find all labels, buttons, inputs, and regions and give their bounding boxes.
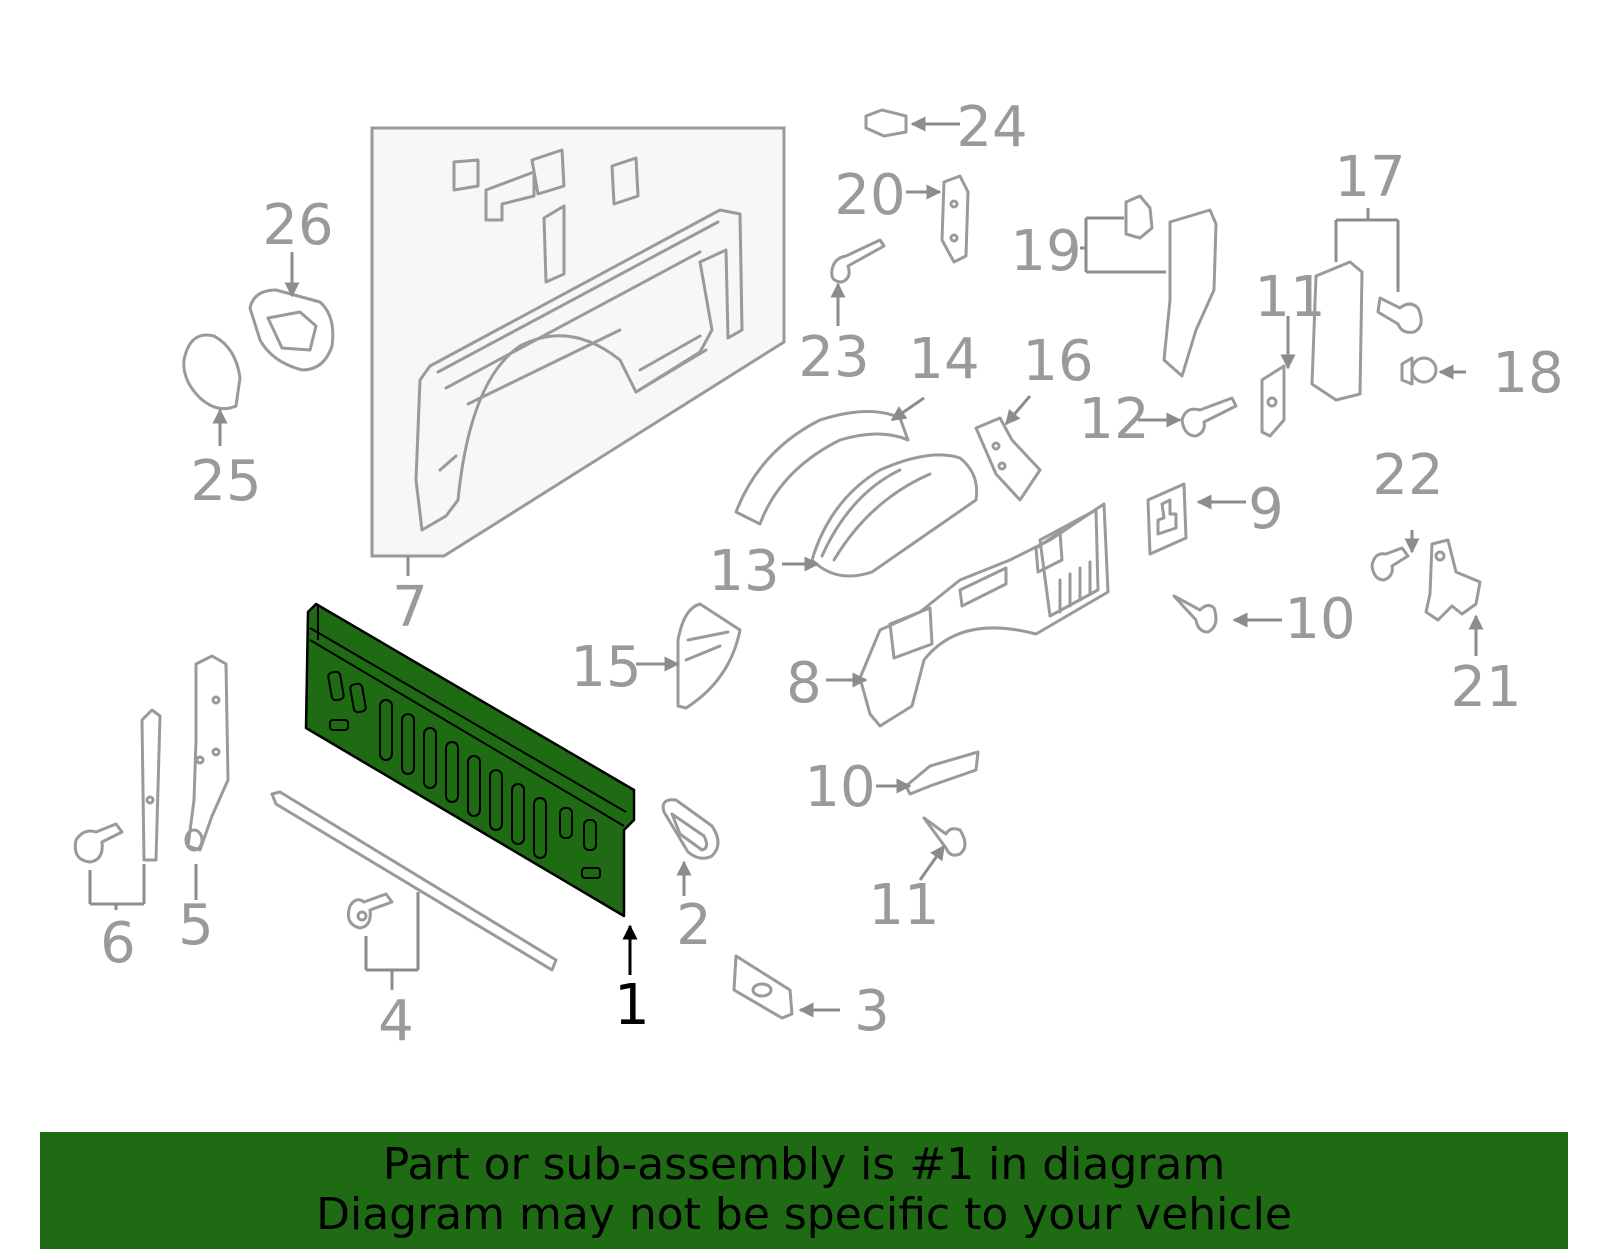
callout-19[interactable]: 19 — [1010, 219, 1081, 284]
info-banner: Part or sub-assembly is #1 in diagram Di… — [40, 1132, 1568, 1249]
callout-2[interactable]: 2 — [676, 893, 712, 958]
part-11-bracket-upper[interactable] — [1260, 364, 1286, 438]
callout-5[interactable]: 5 — [178, 893, 214, 958]
callout-21[interactable]: 21 — [1450, 655, 1521, 720]
part-3-plug[interactable] — [732, 954, 794, 1020]
callout-labels: 1 2 3 4 5 6 7 8 9 10 10 11 11 12 13 14 1… — [100, 95, 1563, 1054]
part-24-clip[interactable] — [864, 108, 908, 138]
callout-8[interactable]: 8 — [786, 651, 822, 716]
callout-26[interactable]: 26 — [262, 193, 333, 258]
part-10-bolt-upper[interactable] — [1172, 594, 1218, 634]
callout-10-lower[interactable]: 10 — [804, 755, 875, 820]
callout-22[interactable]: 22 — [1372, 443, 1443, 508]
callout-6[interactable]: 6 — [100, 911, 136, 976]
callout-23[interactable]: 23 — [798, 325, 869, 390]
part-14-liner[interactable] — [734, 410, 910, 526]
callout-9[interactable]: 9 — [1248, 477, 1284, 542]
leader-lines — [88, 116, 1484, 1018]
part-23-rivet[interactable] — [830, 238, 886, 284]
part-4-seal-strip[interactable] — [270, 790, 558, 972]
callout-13[interactable]: 13 — [708, 539, 779, 604]
part-18-clip[interactable] — [1400, 356, 1438, 386]
banner-line-1: Part or sub-assembly is #1 in diagram — [382, 1139, 1226, 1190]
callout-4[interactable]: 4 — [378, 989, 414, 1054]
part-25-fuel-door[interactable] — [182, 333, 242, 411]
part-6-strip[interactable] — [73, 708, 162, 864]
part-16-bracket[interactable] — [974, 416, 1042, 502]
callout-15[interactable]: 15 — [570, 635, 641, 700]
callout-1[interactable]: 1 — [614, 973, 650, 1038]
part-20-bracket[interactable] — [940, 174, 970, 264]
part-9-bracket[interactable] — [1146, 482, 1188, 556]
part-2-grommet[interactable] — [661, 798, 720, 860]
part-1-front-panel-highlighted[interactable] — [304, 602, 636, 918]
callout-16[interactable]: 16 — [1022, 329, 1093, 394]
callout-14[interactable]: 14 — [908, 327, 979, 392]
callout-10-upper[interactable]: 10 — [1284, 587, 1355, 652]
part-22-bolt[interactable] — [1370, 546, 1410, 582]
part-17-panel[interactable] — [1310, 260, 1423, 402]
part-8-inner-panel[interactable] — [858, 502, 1110, 728]
part-5-bracket[interactable] — [184, 654, 230, 852]
callout-12[interactable]: 12 — [1078, 387, 1149, 452]
banner-line-2: Diagram may not be specific to your vehi… — [316, 1189, 1292, 1240]
part-26-housing[interactable] — [248, 288, 335, 372]
callout-25[interactable]: 25 — [190, 449, 261, 514]
callout-17[interactable]: 17 — [1334, 145, 1405, 210]
callout-24[interactable]: 24 — [956, 95, 1027, 160]
callout-7[interactable]: 7 — [392, 575, 428, 640]
part-11-bolt-lower[interactable] — [922, 816, 967, 857]
part-15-gusset[interactable] — [676, 602, 742, 710]
callout-11-upper[interactable]: 11 — [1254, 265, 1325, 330]
callout-11-lower[interactable]: 11 — [868, 873, 939, 938]
callout-20[interactable]: 20 — [834, 163, 905, 228]
part-13-wheelhouse[interactable] — [810, 453, 979, 578]
callout-3[interactable]: 3 — [854, 979, 890, 1044]
part-21-hinge[interactable] — [1424, 538, 1482, 622]
part-12-pin[interactable] — [1180, 396, 1238, 438]
part-19-brackets[interactable] — [1124, 194, 1218, 378]
part-7-box-side-panel[interactable] — [370, 126, 786, 576]
callout-18[interactable]: 18 — [1492, 341, 1563, 406]
part-10-bracket-lower[interactable] — [904, 750, 980, 796]
